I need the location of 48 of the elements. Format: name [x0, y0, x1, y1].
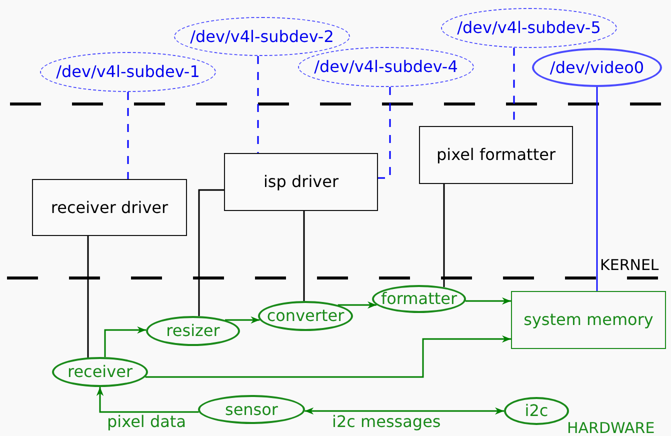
hardware-block-ellipse: [52, 357, 148, 387]
arrow: [338, 301, 376, 309]
node-label: /dev/video0: [550, 58, 644, 78]
node-label: /dev/v4l-subdev-1: [56, 62, 200, 82]
connector-line: [443, 184, 445, 288]
driver-box: [32, 179, 187, 236]
node-label: sensor: [224, 400, 278, 420]
node-label: isp driver: [263, 172, 339, 192]
node-label: receiver: [67, 362, 133, 382]
node-label: converter: [266, 306, 344, 326]
node-label: /dev/v4l-subdev-5: [457, 18, 601, 38]
arrow: [225, 316, 260, 324]
connector-line: [87, 236, 89, 358]
hardware-block-ellipse: [258, 301, 353, 331]
hardware-block-ellipse: [198, 395, 305, 424]
node-label: receiver driver: [50, 198, 168, 218]
arrow: [466, 297, 511, 305]
node-label: resizer: [166, 321, 220, 341]
node-label: pixel formatter: [436, 145, 556, 165]
hardware-block-ellipse: [372, 285, 466, 313]
hardware-block-ellipse: [146, 316, 240, 346]
driver-box: [419, 126, 573, 184]
device-node-ellipse: [174, 17, 350, 56]
device-node-ellipse: [441, 8, 617, 48]
node-label: /dev/v4l-subdev-4: [314, 57, 458, 77]
arrow: [104, 326, 146, 358]
driver-box: [224, 153, 378, 211]
connector-line: [596, 87, 598, 291]
connector-line: [303, 211, 305, 301]
connector-line: [198, 189, 224, 316]
arrow: [145, 335, 511, 378]
node-label: /dev/v4l-subdev-2: [190, 26, 334, 46]
device-node-ellipse: [532, 48, 662, 87]
device-node-ellipse: [40, 52, 216, 92]
edge-label: pixel data: [105, 414, 188, 430]
connector-line: [257, 56, 259, 153]
memory-box: [511, 291, 666, 349]
node-label: i2c: [524, 401, 548, 421]
node-label: system memory: [524, 310, 654, 330]
connector-line: [378, 87, 391, 179]
device-node-ellipse: [298, 47, 474, 87]
layer-label: KERNEL: [600, 258, 659, 273]
layer-label: HARDWARE: [567, 421, 655, 436]
node-label: formatter: [380, 289, 458, 309]
arrow: [304, 407, 504, 415]
hardware-block-ellipse: [504, 397, 569, 425]
connector-line: [127, 92, 129, 179]
arrow: [96, 387, 199, 413]
